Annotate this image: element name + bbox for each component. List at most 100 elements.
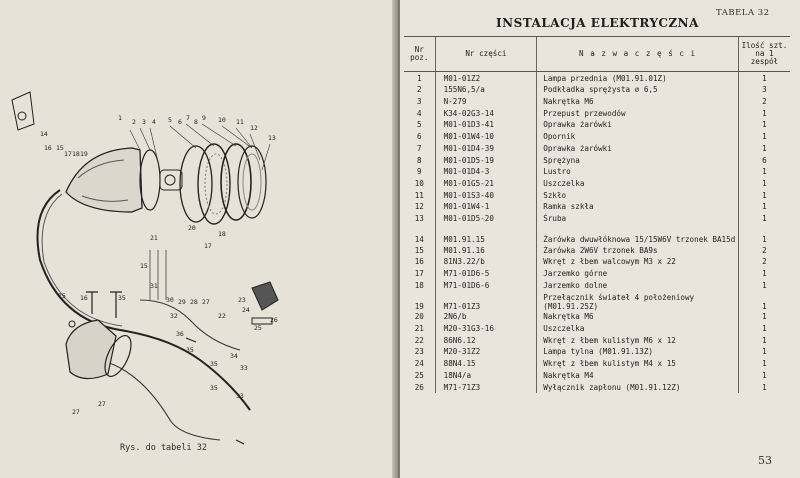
row-part-name: Wyłącznik zapłonu (M01.91.12Z): [536, 380, 739, 393]
svg-text:32: 32: [170, 312, 178, 320]
figure-caption: Rys. do tabeli 32: [120, 443, 207, 453]
header-qty: Ilość szt. na 1 zespół: [737, 36, 790, 72]
svg-text:12: 12: [250, 124, 258, 132]
svg-text:33: 33: [236, 392, 244, 400]
row-part-name: Nakrętka M6: [536, 95, 739, 108]
svg-text:16: 16: [44, 144, 52, 152]
table-label: TABELA 32: [716, 8, 770, 18]
svg-text:27: 27: [202, 298, 210, 306]
row-part-name: Uszczelka: [536, 322, 739, 335]
svg-text:35: 35: [118, 294, 126, 302]
row-quantity: 1: [737, 107, 790, 119]
row-part-name: Ramka szkła: [536, 200, 739, 213]
row-number: 13: [414, 213, 424, 223]
row-quantity: 1: [737, 200, 790, 213]
row-part-number: 2N6/b: [434, 310, 537, 323]
row-number: 12: [414, 202, 424, 212]
row-number: 17: [414, 269, 424, 278]
row-number: 26: [414, 382, 424, 392]
row-number: 7: [417, 143, 422, 153]
svg-text:35: 35: [210, 360, 218, 368]
svg-text:7: 7: [186, 114, 190, 122]
row-quantity: 1: [737, 380, 790, 393]
row-part-number: M71-01D6-5: [434, 267, 537, 279]
row-quantity: 1: [737, 334, 790, 346]
row-part-number: 155N6,5/a: [434, 83, 537, 96]
svg-text:8: 8: [194, 118, 198, 126]
svg-text:24: 24: [242, 306, 250, 314]
row-part-name: Oprawka żarówki: [536, 142, 739, 154]
svg-text:34: 34: [230, 352, 238, 360]
row-part-name: Oprawka żarówki: [536, 118, 739, 131]
parts-table: Nr poz. Nr części N a z w a c z ę ś c i …: [404, 36, 790, 393]
row-part-number: M01-01D4-3: [434, 165, 537, 178]
row-part-number: M71-01Z3: [434, 290, 537, 311]
row-number: 23: [414, 347, 424, 357]
row-part-number: M01-01S3-40: [434, 188, 537, 201]
row-part-number: 81N3.22/b: [434, 255, 537, 268]
row-part-number: M01-01W4-1: [434, 200, 537, 213]
row-quantity: 1: [737, 310, 790, 323]
row-part-name: Wkręt z łbem kulistym M4 x 15: [536, 357, 739, 370]
header-name: N a z w a c z ę ś c i: [536, 36, 739, 72]
svg-text:30: 30: [166, 296, 174, 304]
row-part-number: 88N4.15: [434, 357, 537, 370]
row-quantity: 1: [737, 279, 790, 291]
svg-text:27: 27: [72, 408, 80, 416]
svg-text:35: 35: [186, 346, 194, 354]
row-part-name: Nakrętka M4: [536, 369, 739, 381]
row-part-name: Nakrętka M6: [536, 310, 739, 323]
svg-text:23: 23: [238, 296, 246, 304]
svg-text:10: 10: [218, 116, 226, 124]
row-number: 3: [417, 97, 422, 107]
row-number: 4: [417, 108, 422, 118]
row-part-number: 86N6.12: [434, 334, 537, 346]
svg-text:4: 4: [152, 118, 156, 126]
row-number: 15: [414, 245, 424, 255]
row-number: 20: [414, 312, 424, 322]
row-part-number: N-279: [434, 95, 537, 108]
svg-text:9: 9: [202, 114, 206, 122]
row-part-name: Podkładka sprężysta ⌀ 6,5: [536, 83, 739, 96]
row-quantity: 1: [737, 212, 790, 224]
row-part-number: M71-01D6-6: [434, 279, 537, 291]
row-quantity: 1: [737, 357, 790, 370]
row-number: 19: [414, 301, 424, 311]
row-part-name: Żarówka 2W6V trzonek BA9s: [536, 243, 739, 256]
row-number: 9: [417, 167, 422, 177]
row-part-name: Opornik: [536, 130, 739, 143]
row-number: 11: [414, 190, 424, 200]
row-part-name: Przełącznik świateł 4 położeniowy (M01.9…: [536, 290, 739, 311]
svg-text:1: 1: [118, 114, 122, 122]
svg-text:27: 27: [98, 400, 106, 408]
header-part: Nr części: [434, 36, 537, 72]
row-quantity: 2: [737, 243, 790, 256]
svg-text:14: 14: [40, 130, 48, 138]
row-quantity: 1: [737, 267, 790, 279]
row-part-number: M01-01W4-10: [434, 130, 537, 143]
svg-text:25: 25: [254, 324, 262, 332]
row-part-name: Lampa tylna (M01.91.13Z): [536, 345, 739, 358]
row-part-name: Lustro: [536, 165, 739, 178]
svg-text:15: 15: [56, 144, 64, 152]
svg-text:29: 29: [178, 298, 186, 306]
svg-text:19: 19: [80, 150, 88, 158]
svg-text:3: 3: [142, 118, 146, 126]
row-quantity: 1: [737, 345, 790, 358]
